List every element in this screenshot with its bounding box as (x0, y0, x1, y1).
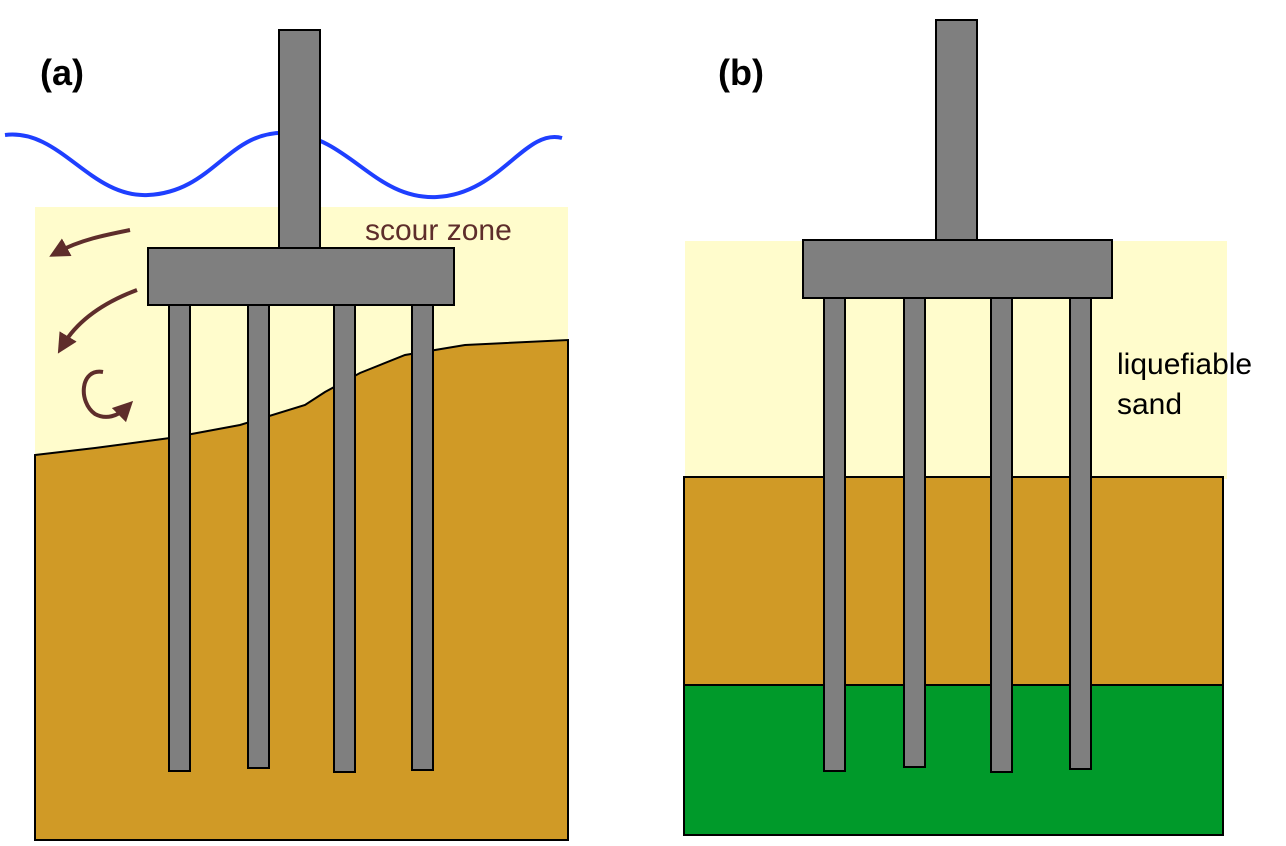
flow-arrow-icon (57, 288, 138, 354)
pile (168, 302, 191, 772)
panel-b: (b) liquefiable sand (683, 19, 1252, 836)
scour-zone-label: scour zone (365, 214, 512, 247)
column (278, 29, 321, 249)
pile (990, 295, 1013, 773)
pile-cap (147, 247, 455, 306)
panel-label-a: (a) (40, 52, 84, 93)
pile (247, 302, 270, 769)
soil-layer (683, 476, 1224, 686)
pile (1069, 295, 1092, 770)
pile (333, 302, 356, 773)
pile (903, 295, 926, 768)
liquefiable-sand-label-line2: sand (1117, 388, 1182, 421)
panel-label-b: (b) (718, 52, 764, 93)
liquefiable-sand-label-line1: liquefiable (1117, 348, 1252, 381)
pile (823, 295, 846, 772)
panel-a: (a) scour zone (4, 29, 569, 841)
pile-cap (802, 239, 1113, 299)
pile (411, 302, 434, 771)
flow-arrow-icon (49, 228, 131, 257)
column (935, 19, 978, 241)
bearing-layer (683, 684, 1224, 836)
vortex-arrow-icon (81, 369, 134, 423)
